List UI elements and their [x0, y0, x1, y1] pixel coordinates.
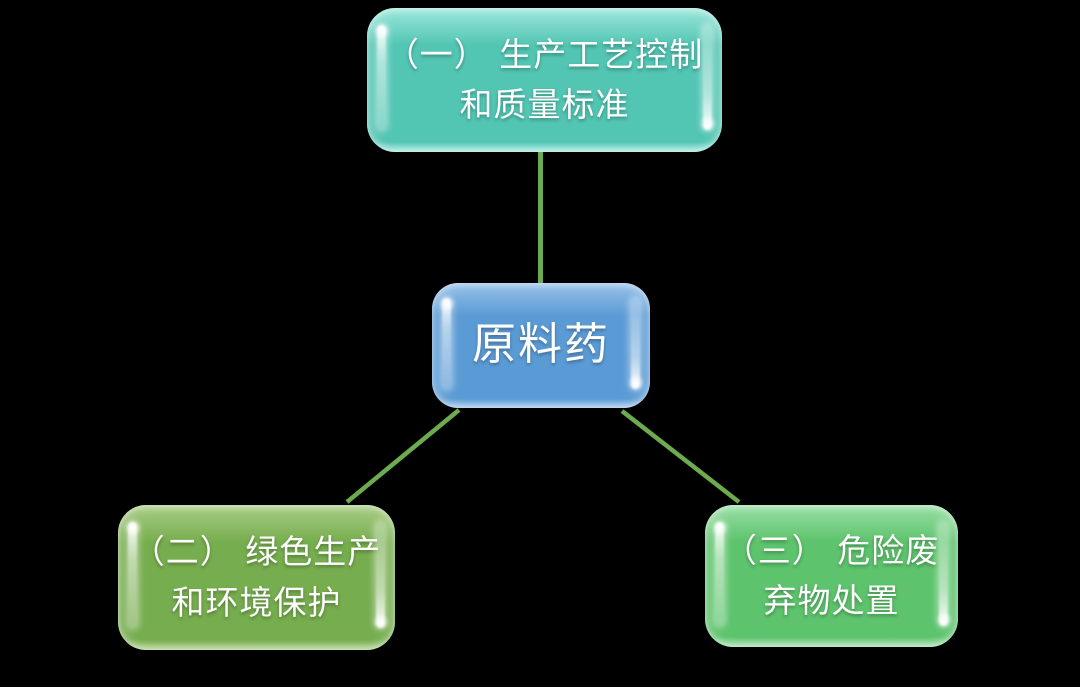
gloss-highlight-right [703, 25, 712, 131]
gloss-highlight-left [442, 298, 451, 390]
node-label-line: （一） 生产工艺控制 [385, 34, 704, 74]
node-label-line: 和环境保护 [171, 582, 342, 622]
node-api-center: 原料药 [432, 283, 650, 408]
node-hazardous-waste: （三） 危险废 弃物处置 [705, 505, 958, 647]
node-label-line: 弃物处置 [763, 581, 900, 620]
gloss-highlight-left [377, 25, 386, 131]
node-label: 原料药 [472, 319, 610, 371]
node-label-line: （三） 危险废 [723, 530, 940, 570]
gloss-highlight-right [631, 298, 640, 390]
connector-center-to-bottom-right [620, 409, 741, 504]
gloss-highlight-left [715, 522, 724, 626]
node-green-production: （二） 绿色生产 和环境保护 [118, 505, 395, 650]
node-label-line: 和质量标准 [459, 85, 630, 124]
connector-center-to-bottom-left [345, 408, 461, 504]
gloss-highlight-right [939, 522, 948, 626]
node-label-line: （二） 绿色生产 [131, 532, 382, 572]
node-production-process-control: （一） 生产工艺控制 和质量标准 [367, 8, 722, 152]
